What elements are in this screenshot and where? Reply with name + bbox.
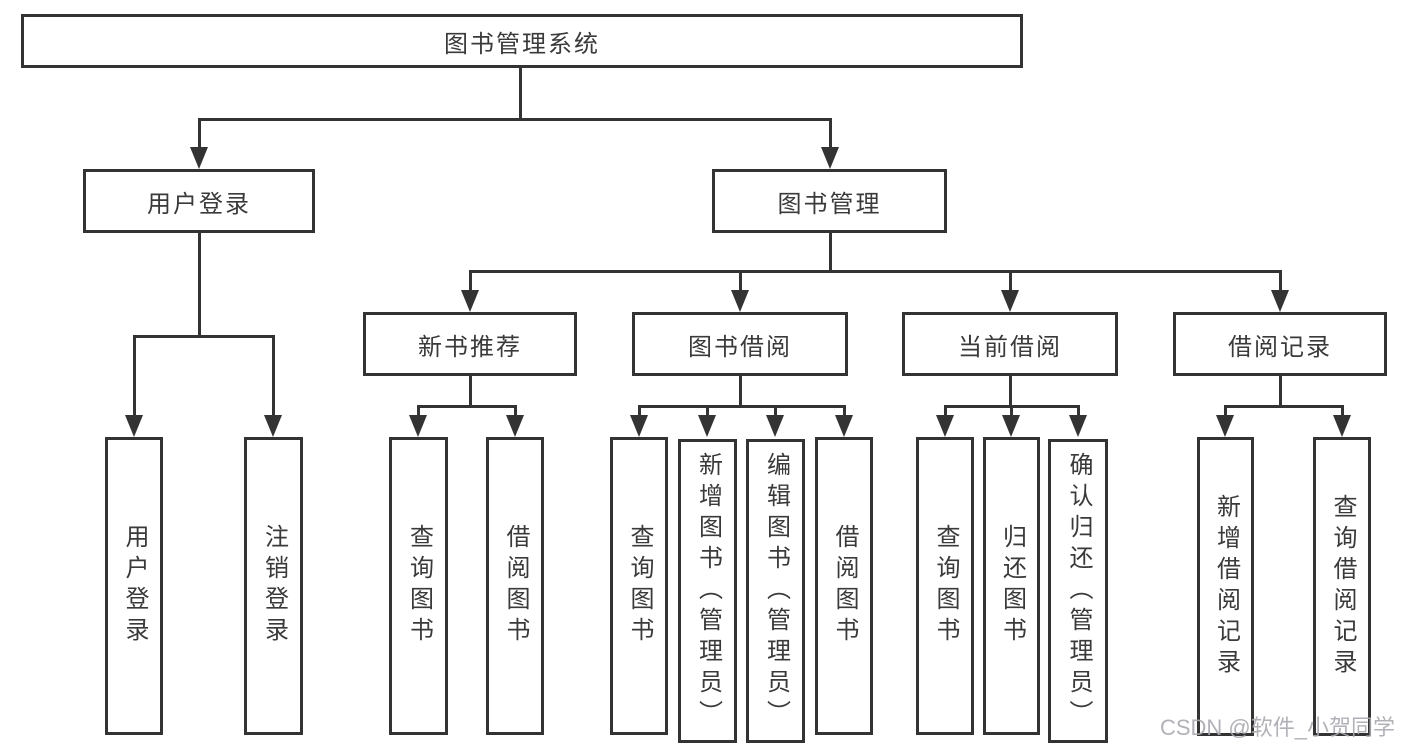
connector-line [519,68,522,118]
connector-line [1077,408,1080,415]
node-box-new-book-recommend: 新书推荐 [363,312,577,376]
arrow-head [461,290,479,312]
leaf-box-nbr-borrow-books: 借阅图书 [486,437,544,735]
connector-line [272,338,275,415]
leaf-label-bb-borrow-books: 借阅图书 [831,524,858,648]
node-label-user-login: 用户登录 [147,190,251,218]
node-label-new-book-recommend: 新书推荐 [418,333,522,361]
connector-line [1009,376,1012,405]
node-label-root: 图书管理系统 [444,30,600,58]
leaf-box-logout: 注销登录 [244,437,303,735]
connector-line [774,408,777,415]
leaf-label-bb-query-books: 查询图书 [626,524,653,648]
leaf-label-br-query-record: 查询借阅记录 [1329,493,1356,680]
connector-line [417,408,420,415]
arrow-head [630,415,648,437]
connector-line [469,270,1282,273]
leaf-label-cb-query-books: 查询图书 [932,524,959,648]
leaf-box-cb-return-books: 归还图书 [983,437,1040,735]
leaf-box-bb-edit-books-admin: 编辑图书（管理员） [746,439,805,743]
connector-line [944,408,947,415]
leaf-box-bb-borrow-books: 借阅图书 [815,437,873,735]
connector-line [198,233,201,335]
arrow-head [731,290,749,312]
connector-line [1009,273,1012,290]
arrow-head [1069,415,1087,437]
connector-line [638,408,641,415]
arrow-head [125,415,143,437]
connector-line [514,408,517,415]
connector-line [829,121,832,147]
arrow-head [190,147,208,169]
arrow-head [1002,415,1020,437]
leaf-box-br-query-record: 查询借阅记录 [1313,437,1371,736]
leaf-label-user-login: 用户登录 [121,524,148,648]
arrow-head [1333,415,1351,437]
connector-line [706,408,709,415]
node-box-root: 图书管理系统 [21,14,1023,68]
node-box-borrowing-records: 借阅记录 [1173,312,1387,376]
connector-line [638,405,846,408]
connector-line [1010,408,1013,415]
leaf-label-cb-return-books: 归还图书 [998,524,1026,648]
connector-line [1279,273,1282,290]
leaf-box-user-login: 用户登录 [105,437,163,735]
connector-line [829,233,832,270]
connector-line [1341,408,1344,415]
node-box-current-borrowing: 当前借阅 [902,312,1118,376]
connector-line [1279,376,1282,405]
connector-line [944,405,1080,408]
connector-line [739,376,742,405]
leaf-box-nbr-query-books: 查询图书 [389,437,448,735]
arrow-head [409,415,427,437]
connector-line [198,121,201,147]
leaf-label-bb-add-books-admin: 新增图书（管理员） [694,451,722,731]
leaf-box-bb-query-books: 查询图书 [610,437,668,735]
node-box-book-management: 图书管理 [712,169,947,233]
connector-line [198,118,832,121]
node-label-book-management: 图书管理 [777,190,882,218]
arrow-head [506,415,524,437]
node-box-user-login: 用户登录 [83,169,315,233]
arrow-head [821,147,839,169]
arrow-head [1001,290,1019,312]
connector-line [133,338,136,415]
leaf-label-br-add-record: 新增借阅记录 [1212,493,1240,680]
leaf-label-cb-confirm-return-admin: 确认归还（管理员） [1065,451,1092,731]
node-box-book-borrowing: 图书借阅 [632,312,848,376]
connector-line [1224,405,1344,408]
arrow-head [1216,415,1234,437]
connector-line [1224,408,1227,415]
leaf-box-cb-query-books: 查询图书 [916,437,974,735]
node-label-current-borrowing: 当前借阅 [958,333,1062,361]
node-label-book-borrowing: 图书借阅 [688,333,792,361]
csdn-watermark: CSDN @软件_小贺同学 [1159,715,1395,740]
arrow-head [264,415,282,437]
connector-line [843,408,846,415]
leaf-label-nbr-borrow-books: 借阅图书 [502,524,529,648]
leaf-box-cb-confirm-return-admin: 确认归还（管理员） [1048,439,1108,743]
arrow-head [835,415,853,437]
connector-line [469,273,472,290]
connector-line [417,405,517,408]
arrow-head [936,415,954,437]
arrow-head [698,415,716,437]
connector-line [133,335,275,338]
leaf-label-nbr-query-books: 查询图书 [405,524,433,648]
connector-line [739,273,742,290]
leaf-box-br-add-record: 新增借阅记录 [1197,437,1254,736]
leaf-label-bb-edit-books-admin: 编辑图书（管理员） [762,451,790,731]
arrow-head [1271,290,1289,312]
leaf-label-logout: 注销登录 [260,524,288,648]
leaf-box-bb-add-books-admin: 新增图书（管理员） [678,439,737,743]
arrow-head [766,415,784,437]
connector-line [469,376,472,405]
node-label-borrowing-records: 借阅记录 [1228,333,1332,361]
